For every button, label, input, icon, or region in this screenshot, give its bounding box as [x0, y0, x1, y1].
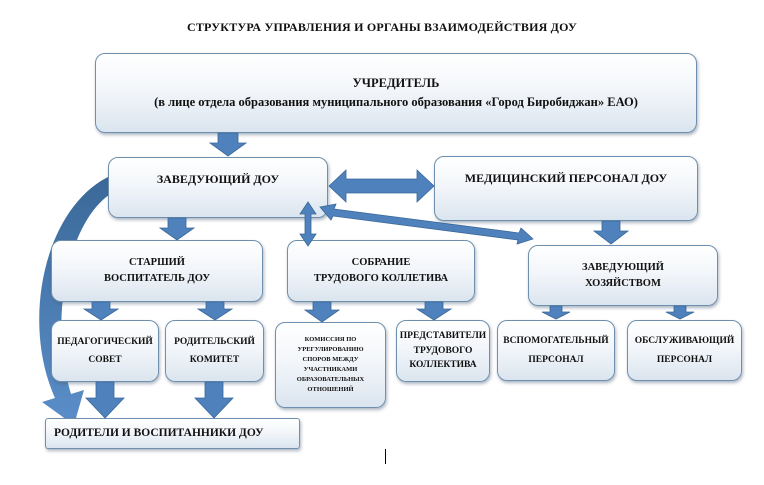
staff-reps-line1: ПРЕДСТАВИТЕЛИ	[399, 330, 487, 341]
arrow-assembly-to-reps	[415, 301, 453, 321]
service-line2: ПЕРСОНАЛ	[656, 354, 713, 365]
dispute-commission-line2: УРЕГУЛИРОВАНИЮ	[297, 345, 364, 353]
auxiliary-line2: ПЕРСОНАЛ	[528, 354, 584, 365]
text-cursor	[385, 449, 386, 464]
service-box: ОБСЛУЖИВАЮЩИЙ ПЕРСОНАЛ	[627, 320, 742, 381]
senior-teacher-line2: ВОСПИТАТЕЛЬ ДОУ	[103, 273, 211, 284]
arrow-assembly-to-commission	[303, 301, 341, 323]
head-label: ЗАВЕДУЮЩИЙ ДОУ	[156, 172, 280, 186]
staff-reps-line3: КОЛЛЕКТИВА	[409, 360, 477, 371]
dispute-commission-line5: ОБРАЗОВАТЕЛЬНЫХ	[296, 376, 365, 384]
arrow-committee-to-parents	[194, 381, 234, 419]
arrow-head-to-senior	[158, 217, 196, 241]
arrow-ped-to-parents	[85, 381, 125, 419]
arrow-senior-to-committee	[196, 301, 234, 321]
parent-committee-line1: РОДИТЕЛЬСКИЙ	[174, 336, 255, 347]
founder-box: УЧРЕДИТЕЛЬ (в лице отдела образования му…	[95, 53, 697, 133]
supply-head-line2: ХОЗЯЙСТВОМ	[585, 277, 661, 289]
parent-committee-line2: КОМИТЕТ	[189, 355, 240, 365]
ped-council-box: ПЕДАГОГИЧЕСКИЙ СОВЕТ	[51, 320, 159, 382]
assembly-line2: ТРУДОВОГО КОЛЛЕТИВА	[313, 273, 449, 284]
head-box: ЗАВЕДУЮЩИЙ ДОУ	[108, 157, 328, 218]
ped-council-line1: ПЕДАГОГИЧЕСКИЙ	[57, 336, 153, 347]
dispute-commission-line1: КОМИССИЯ ПО	[304, 335, 357, 343]
supply-head-box: ЗАВЕДУЮЩИЙ ХОЗЯЙСТВОМ	[528, 245, 718, 306]
service-line1: ОБСЛУЖИВАЮЩИЙ	[634, 336, 735, 347]
arrow-supply-to-auxiliary	[541, 305, 571, 320]
parent-committee-box: РОДИТЕЛЬСКИЙ КОМИТЕТ	[165, 320, 264, 382]
parents-label: РОДИТЕЛИ И ВОСПИТАННИКИ ДОУ	[54, 426, 264, 439]
staff-reps-box: ПРЕДСТАВИТЕЛИ ТРУДОВОГО КОЛЛЕКТИВА	[396, 320, 490, 382]
arrow-head-supply	[319, 203, 534, 245]
assembly-line1: СОБРАНИЕ	[351, 257, 411, 269]
founder-subtitle: (в лице отдела образования муниципальног…	[154, 95, 638, 109]
arrow-senior-to-ped	[82, 301, 120, 321]
arrow-founder-to-head	[208, 132, 248, 157]
arrow-head-assembly	[299, 201, 317, 247]
auxiliary-box: ВСПОМОГАТЕЛЬНЫЙ ПЕРСОНАЛ	[497, 320, 615, 381]
arrow-head-medical	[328, 169, 435, 203]
parents-box: РОДИТЕЛИ И ВОСПИТАННИКИ ДОУ	[45, 418, 300, 449]
assembly-box: СОБРАНИЕ ТРУДОВОГО КОЛЛЕТИВА	[287, 240, 475, 302]
auxiliary-line1: ВСПОМОГАТЕЛЬНЫЙ	[503, 336, 609, 347]
dispute-commission-line4: УЧАСТНИКАМИ	[303, 366, 358, 373]
staff-reps-line2: ТРУДОВОГО	[413, 345, 473, 356]
diagram-title: СТРУКТУРА УПРАВЛЕНИЯ И ОРГАНЫ ВЗАИМОДЕЙС…	[186, 20, 577, 34]
dispute-commission-line6: ОТНОШЕНИЙ	[307, 386, 354, 394]
supply-head-line1: ЗАВЕДУЮЩИЙ	[582, 261, 664, 273]
arrow-supply-to-service	[665, 305, 695, 320]
ped-council-line2: СОВЕТ	[88, 355, 122, 365]
medical-box: МЕДИЦИНСКИЙ ПЕРСОНАЛ ДОУ	[434, 156, 698, 221]
founder-title: УЧРЕДИТЕЛЬ	[352, 76, 440, 91]
senior-teacher-line1: СТАРШИЙ	[129, 257, 185, 269]
dispute-commission-line3: СПОРОВ МЕЖДУ	[302, 355, 359, 363]
arrow-medical-to-supply	[592, 220, 630, 245]
dispute-commission-box: КОМИССИЯ ПО УРЕГУЛИРОВАНИЮ СПОРОВ МЕЖДУ …	[275, 322, 386, 408]
medical-label: МЕДИЦИНСКИЙ ПЕРСОНАЛ ДОУ	[464, 171, 668, 185]
senior-teacher-box: СТАРШИЙ ВОСПИТАТЕЛЬ ДОУ	[51, 240, 263, 302]
